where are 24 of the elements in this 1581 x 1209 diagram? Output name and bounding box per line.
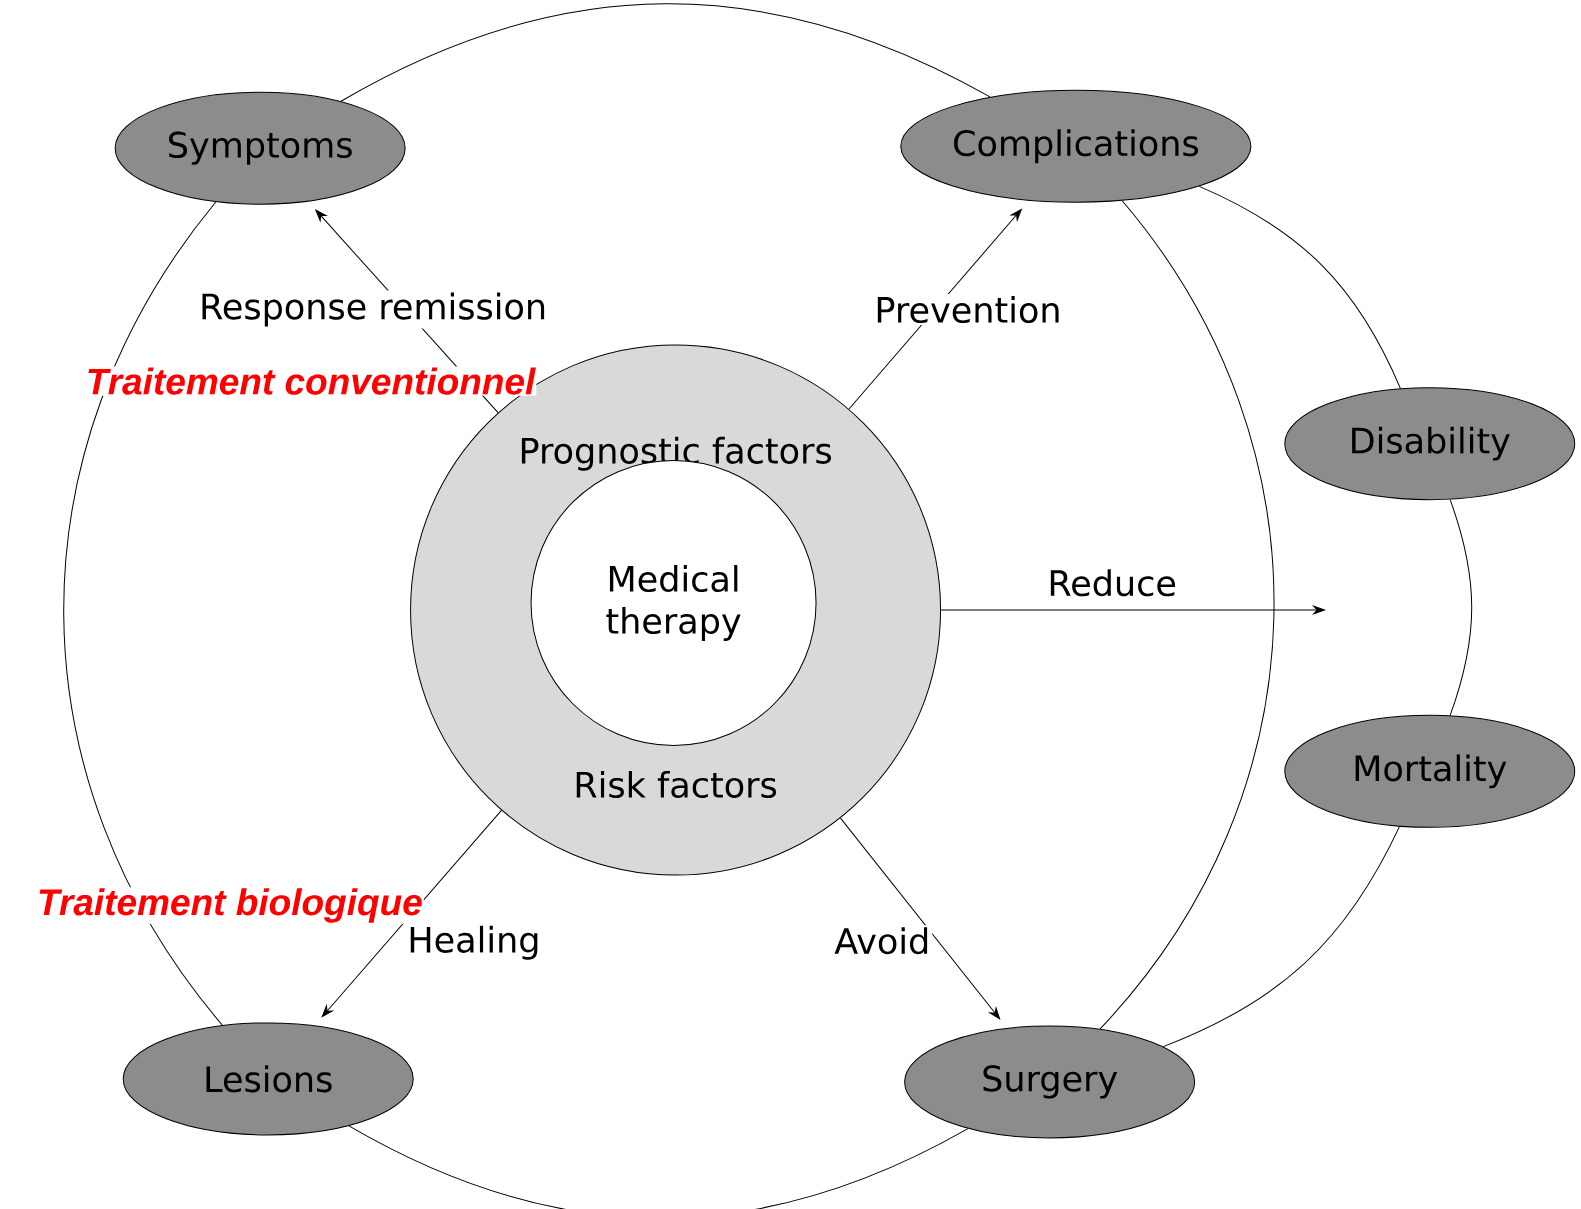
edge-label: Response remission [197, 290, 550, 329]
ellipse-node: Surgery [904, 1025, 1196, 1139]
connector-line [1099, 200, 1275, 1030]
connector-line [1162, 826, 1400, 1048]
connector-line [1198, 185, 1401, 389]
connector-line [348, 1125, 969, 1209]
arrow [840, 817, 1001, 1020]
ellipse-node: Symptoms [114, 91, 406, 205]
connector-line [63, 201, 223, 1026]
annotation-label: Traitement biologique [36, 887, 424, 924]
connector-line [1449, 499, 1473, 716]
edge-label: Reduce [1045, 567, 1179, 599]
ellipse-node: Lesions [122, 1022, 414, 1136]
arrow [848, 208, 1022, 410]
ellipse-node: Mortality [1284, 714, 1576, 828]
arrow [321, 810, 502, 1018]
ellipse-node: Complications [900, 89, 1252, 203]
edge-label: Avoid [832, 925, 933, 957]
edge-label: Healing [405, 923, 543, 962]
annotation-label: Traitement conventionnel [84, 366, 537, 396]
connector-line [340, 3, 991, 102]
edge-label: Prevention [872, 294, 1064, 326]
ellipse-node: Disability [1284, 387, 1576, 501]
arrow [940, 605, 1325, 615]
